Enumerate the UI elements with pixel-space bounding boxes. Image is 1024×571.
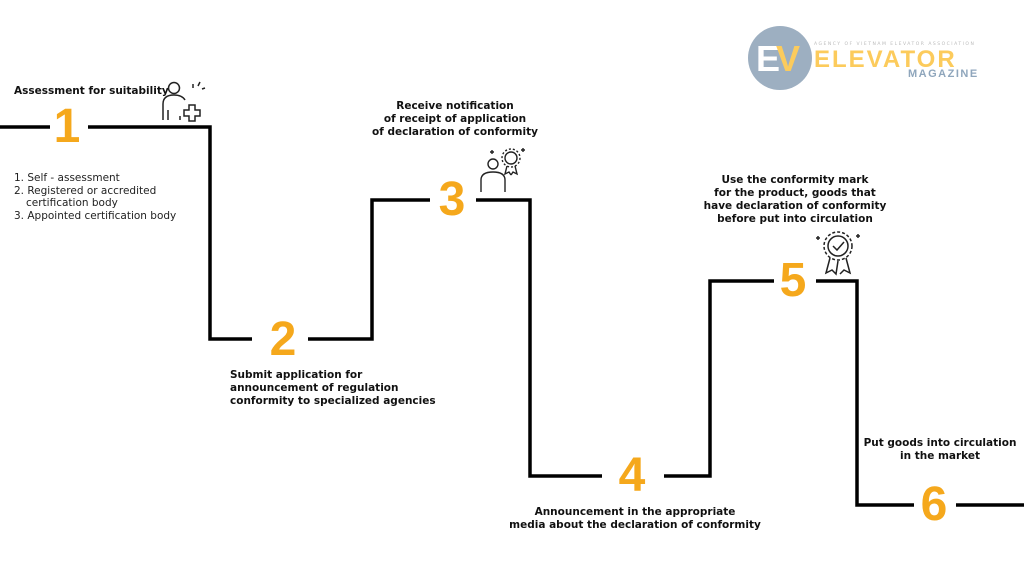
step-6-number: 6 [920,478,948,531]
list-item: 1. Self - assessment [14,172,120,184]
step-1-list: 1. Self - assessment 2. Registered or ac… [14,172,176,222]
list-item: certification body [26,197,118,209]
person-award-icon [480,148,525,192]
award-badge-icon [816,231,860,276]
logo-agency: AGENCY OF VIETNAM ELEVATOR ASSOCIATION [814,42,976,47]
logo-circle [748,26,812,90]
step-3-number: 3 [438,173,466,226]
step-1-number: 1 [53,100,81,153]
logo-sub: MAGAZINE [908,68,979,80]
person-plus-icon [162,81,206,122]
step-1-title: Assessment for suitability [14,85,169,97]
list-item: 3. Appointed certification body [14,209,177,222]
step-4-number: 4 [618,449,646,502]
step-2-number: 2 [269,313,297,366]
list-item: 2. Registered or accredited [14,184,157,197]
step-5-number: 5 [779,254,807,307]
elevator-magazine-logo: EV AGENCY OF VIETNAM ELEVATOR ASSOCIATIO… [748,26,978,92]
logo-brand: ELEVATOR [814,46,957,73]
